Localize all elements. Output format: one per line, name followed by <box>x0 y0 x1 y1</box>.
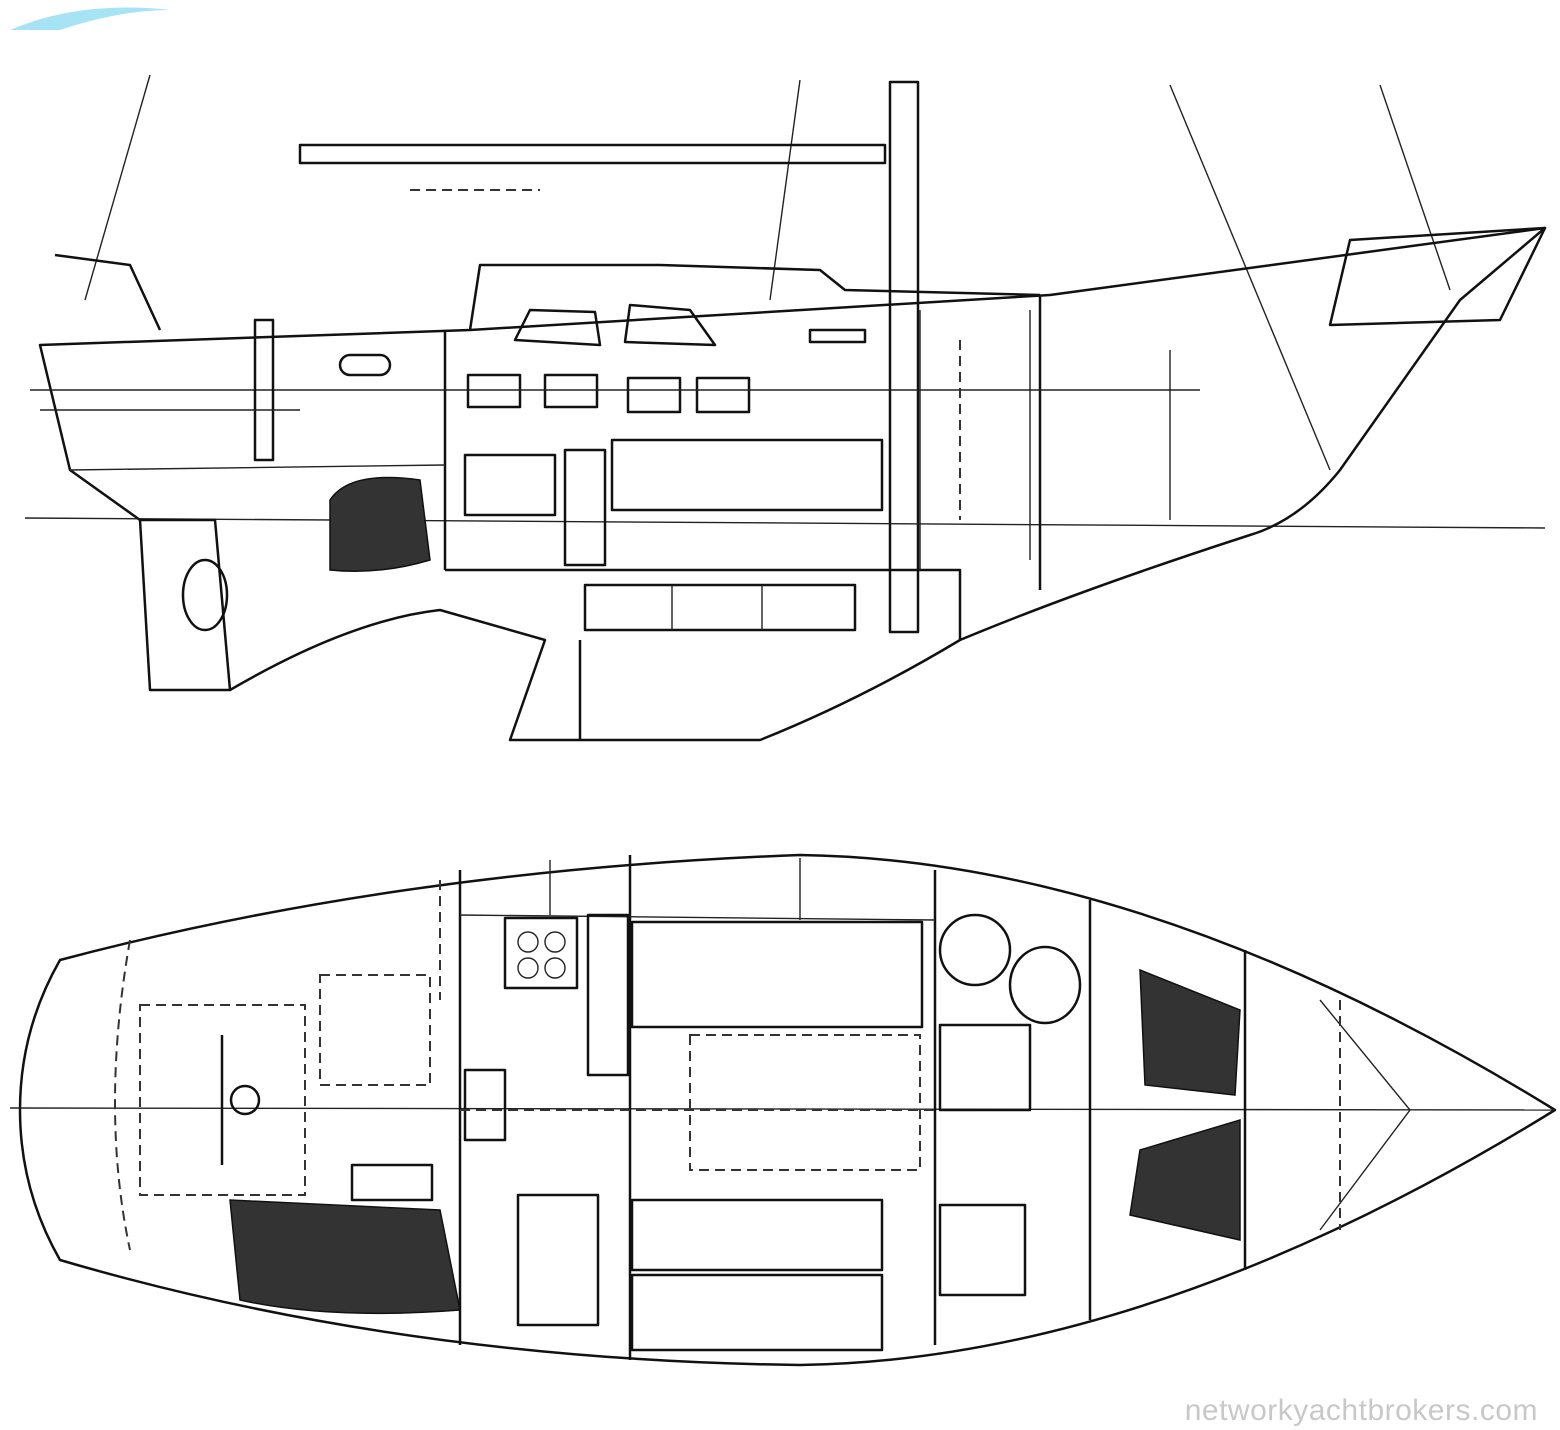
watermark-wave-logo <box>10 7 170 30</box>
watermark-text: networkyachtbrokers.com <box>1184 1394 1538 1427</box>
boat-profile-drawing <box>24 74 1547 742</box>
